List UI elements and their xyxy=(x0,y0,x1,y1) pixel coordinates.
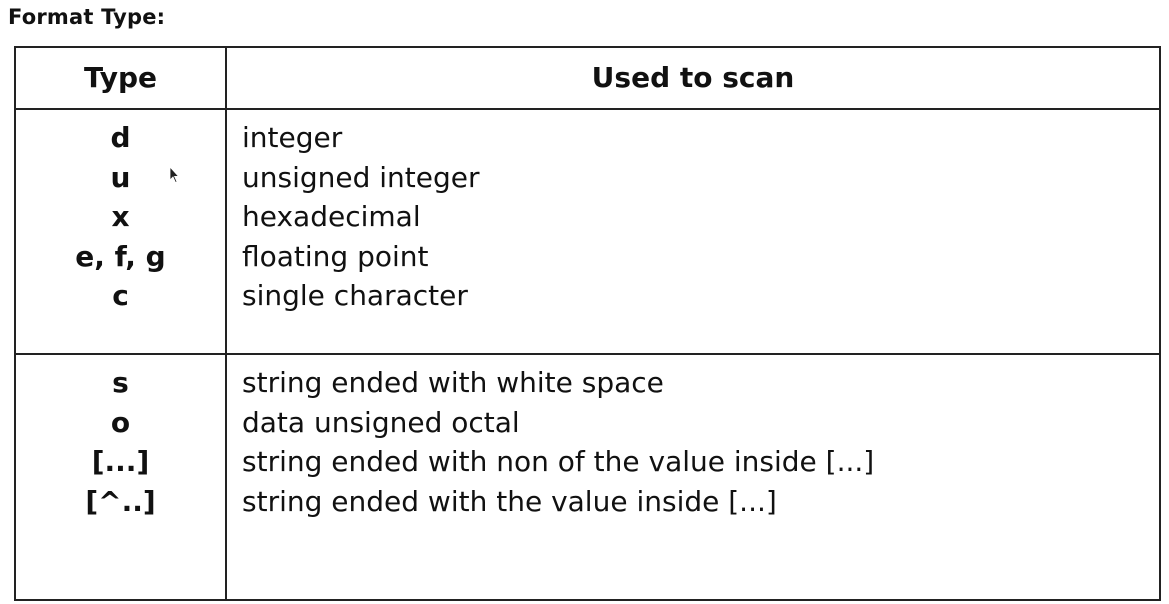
group-divider xyxy=(14,353,1161,355)
description-column-group-1: integer unsigned integer hexadecimal flo… xyxy=(242,118,480,316)
page-heading: Format Type: xyxy=(8,5,166,29)
format-type-table xyxy=(14,46,1161,601)
type-cell: c xyxy=(112,279,129,312)
description-cell: string ended with non of the value insid… xyxy=(242,445,875,478)
type-column-group-1: d u x e, f, g c xyxy=(16,118,225,316)
type-column-group-2: s o [...] [^..] xyxy=(16,363,225,521)
type-cell: u xyxy=(110,160,131,194)
description-column-group-2: string ended with white space data unsig… xyxy=(242,363,874,521)
description-cell: hexadecimal xyxy=(242,200,421,233)
description-cell: single character xyxy=(242,279,468,312)
column-divider xyxy=(225,46,227,601)
type-cell: e, f, g xyxy=(75,239,166,273)
description-cell: string ended with white space xyxy=(242,366,664,399)
type-cell: [^..] xyxy=(85,484,156,518)
type-cell: d xyxy=(110,121,131,154)
type-cell: o xyxy=(110,405,131,439)
description-cell: floating point xyxy=(242,239,429,273)
description-cell: string ended with the value inside [...] xyxy=(242,484,777,518)
type-cell: [...] xyxy=(91,445,150,478)
column-header-type: Type xyxy=(83,61,158,94)
mouse-pointer-icon xyxy=(169,166,179,184)
type-cell: x xyxy=(111,200,130,233)
description-cell: unsigned integer xyxy=(242,160,480,194)
type-cell: s xyxy=(112,366,129,399)
header-divider xyxy=(14,108,1161,110)
description-cell: data unsigned octal xyxy=(242,405,520,439)
description-cell: integer xyxy=(242,121,343,154)
column-header-used-to-scan: Used to scan xyxy=(591,61,795,94)
